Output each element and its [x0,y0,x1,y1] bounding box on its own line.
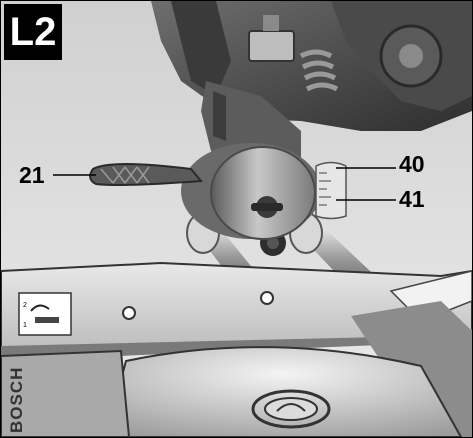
brand-text: BOSCH [7,366,26,433]
callout-21: 21 [19,162,45,188]
callout-41: 41 [399,186,425,212]
decal-number-2: 2 [23,302,27,309]
callout-40: 40 [399,151,425,177]
decal-number-1: 1 [23,322,27,329]
step-label: L2 [4,4,62,60]
